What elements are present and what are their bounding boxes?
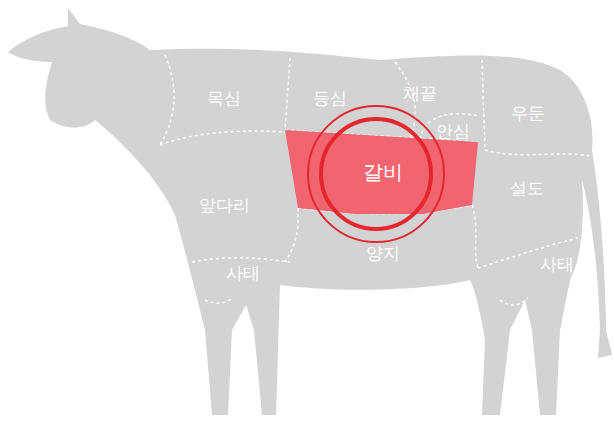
cut-line <box>205 298 232 303</box>
cut-line <box>160 131 285 145</box>
cut-line <box>472 205 478 268</box>
cut-name: 채끝 <box>403 85 437 102</box>
cut-line <box>285 208 298 262</box>
cut-line <box>160 55 174 145</box>
cut-name: 설도 <box>510 180 544 197</box>
cut-name: 양지 <box>366 245 400 262</box>
cut-line <box>192 258 290 262</box>
cut-line <box>285 58 290 130</box>
region-fill <box>285 130 478 214</box>
cut-line <box>482 60 485 150</box>
cut-name: 목심 <box>207 90 241 107</box>
cut-name: 등심 <box>313 90 347 107</box>
cut-name: 갈비 <box>363 162 403 182</box>
cow-silhouette <box>8 8 612 415</box>
cut-line <box>420 114 480 139</box>
cut-name: 우둔 <box>511 105 545 122</box>
rib-cut-region: 갈비 <box>285 130 480 214</box>
cut-name: 앞다리 <box>199 197 250 214</box>
cut-line <box>485 150 590 156</box>
cut-name: 사태 <box>226 265 260 282</box>
highlight-ring <box>321 119 431 229</box>
highlight-ring <box>308 106 444 242</box>
cut-name: 안심 <box>436 123 470 140</box>
cut-name: 사태 <box>540 256 574 273</box>
cut-line <box>500 298 528 305</box>
